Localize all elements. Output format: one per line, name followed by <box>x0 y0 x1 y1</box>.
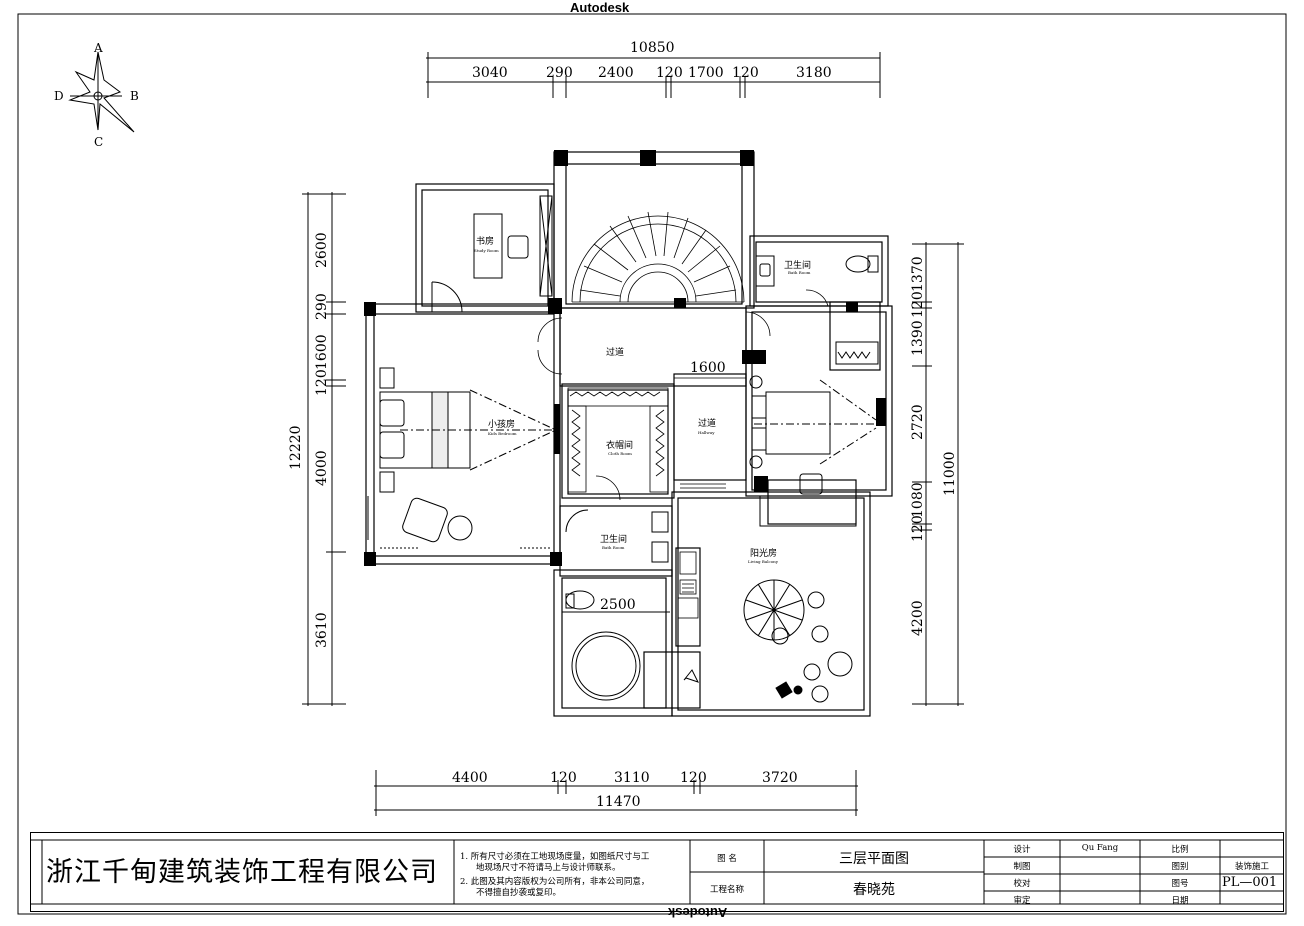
drawing-name-label: 图 名 <box>717 854 737 864</box>
draw-label: 制图 <box>1013 862 1031 872</box>
bottom-dim-4: 120 <box>680 770 707 786</box>
room-kids-en: Kids Bedroom <box>488 431 517 436</box>
door-swings <box>537 289 829 501</box>
right-dim-4: 2720 <box>910 404 926 440</box>
bottom-dim-1: 4400 <box>452 770 488 786</box>
left-dim-5: 4000 <box>314 450 330 486</box>
room-bath-s-en: Bath Room <box>602 545 625 550</box>
room-bath-ne-en: Bath Room <box>788 270 811 275</box>
note-2: 2. 此图及其内容版权为公司所有，非本公司同意， <box>460 877 650 887</box>
note-2b: 不得擅自抄袭或复印。 <box>476 888 562 898</box>
compass-c: C <box>94 135 103 149</box>
scale-label: 比例 <box>1171 845 1189 855</box>
room-hall2-en: Hallway <box>698 430 715 435</box>
spiral-stair-icon <box>571 211 745 303</box>
room-sunroom-en: Living Balcony <box>748 559 779 564</box>
left-dim-4: 120 <box>314 369 330 396</box>
drawing-name: 三层平面图 <box>839 851 909 867</box>
right-dim-3: 1390 <box>910 320 926 356</box>
kids-bed-icon <box>367 367 557 549</box>
category-label: 图别 <box>1171 862 1189 872</box>
room-stair-hall: 过道 <box>606 346 624 358</box>
left-dim-6: 3610 <box>314 612 330 648</box>
room-sunroom: 阳光房 <box>750 547 777 559</box>
design-label: 设计 <box>1013 845 1031 855</box>
top-dim-7: 3180 <box>796 65 832 81</box>
title-block-grid <box>30 832 1284 912</box>
s-bath-fixtures <box>562 509 699 701</box>
sunroom-furniture <box>743 579 853 703</box>
closet-racks <box>567 387 669 493</box>
left-dim-3: 1600 <box>314 334 330 370</box>
bottom-dim-3: 3110 <box>614 770 650 786</box>
left-dimension-lines <box>302 192 346 706</box>
title-block: 浙江千甸建筑装饰工程有限公司 1. 所有尺寸必须在工地现场度量，如图纸尺寸与工 … <box>30 832 1284 912</box>
top-dim-1: 3040 <box>472 65 508 81</box>
note-1: 1. 所有尺寸必须在工地现场度量，如图纸尺寸与工 <box>460 852 650 862</box>
compass-a: A <box>93 41 103 55</box>
room-closet: 衣帽间 <box>606 439 633 451</box>
approve-label: 审定 <box>1013 896 1031 906</box>
designer-name: Qu Fang <box>1081 843 1119 853</box>
top-dim-4: 120 <box>656 65 683 81</box>
bottom-dimension-lines <box>374 770 858 816</box>
right-total-dim: 11000 <box>942 451 958 496</box>
right-dim-6: 120 <box>910 515 926 542</box>
room-hall2: 过道 <box>698 417 716 429</box>
pillars <box>364 150 886 566</box>
sheet-border <box>17 13 1287 915</box>
check-label: 校对 <box>1013 879 1031 889</box>
note-1b: 地现场尺寸不符请马上与设计师联系。 <box>476 863 621 873</box>
project-name: 春晓苑 <box>853 882 895 898</box>
top-dim-3: 2400 <box>598 65 634 81</box>
right-bed-icon <box>749 341 879 527</box>
compass-icon: A B C D <box>54 41 139 149</box>
bottom-dim-2: 120 <box>550 770 577 786</box>
top-dim-6: 120 <box>732 65 759 81</box>
top-dim-5: 1700 <box>688 65 724 81</box>
room-bath-ne: 卫生间 <box>784 259 811 271</box>
right-dim-7: 4200 <box>910 600 926 636</box>
top-dim-2: 290 <box>546 65 573 81</box>
room-bath-s: 卫生间 <box>600 533 627 545</box>
category-value: 装饰施工 <box>1234 862 1269 872</box>
top-total-dim: 10850 <box>630 40 675 56</box>
number-label: 图号 <box>1171 879 1189 889</box>
company-name: 浙江千甸建筑装饰工程有限公司 <box>46 857 438 888</box>
bottom-total-dim: 11470 <box>596 794 641 810</box>
study-desk <box>431 195 553 313</box>
compass-d: D <box>54 89 64 103</box>
room-study: 书房 <box>476 235 494 247</box>
top-dimension-lines <box>426 52 881 98</box>
project-label: 工程名称 <box>709 885 744 895</box>
kitchen-strip <box>677 483 726 619</box>
right-dim-5: 1080 <box>910 482 926 518</box>
left-total-dim: 12220 <box>288 425 304 470</box>
compass-b: B <box>130 89 139 103</box>
inner-dim-2500: 2500 <box>600 597 636 613</box>
right-dim-2: 120 <box>910 291 926 318</box>
watermark-top: Autodesk <box>570 0 630 15</box>
left-dim-2: 290 <box>314 293 330 320</box>
left-dim-1: 2600 <box>314 232 330 268</box>
room-closet-en: Cloth Room <box>608 451 632 456</box>
date-label: 日期 <box>1171 896 1189 906</box>
right-dim-1: 1370 <box>910 256 926 292</box>
room-kids: 小孩房 <box>488 418 515 430</box>
ne-bath-fixtures <box>755 255 879 313</box>
right-dimension-lines <box>912 242 964 706</box>
bottom-dim-5: 3720 <box>762 770 798 786</box>
inner-dim-1600: 1600 <box>690 360 726 376</box>
drawing-number: PL—001 <box>1222 875 1278 890</box>
room-study-en: Study Room <box>474 248 499 253</box>
